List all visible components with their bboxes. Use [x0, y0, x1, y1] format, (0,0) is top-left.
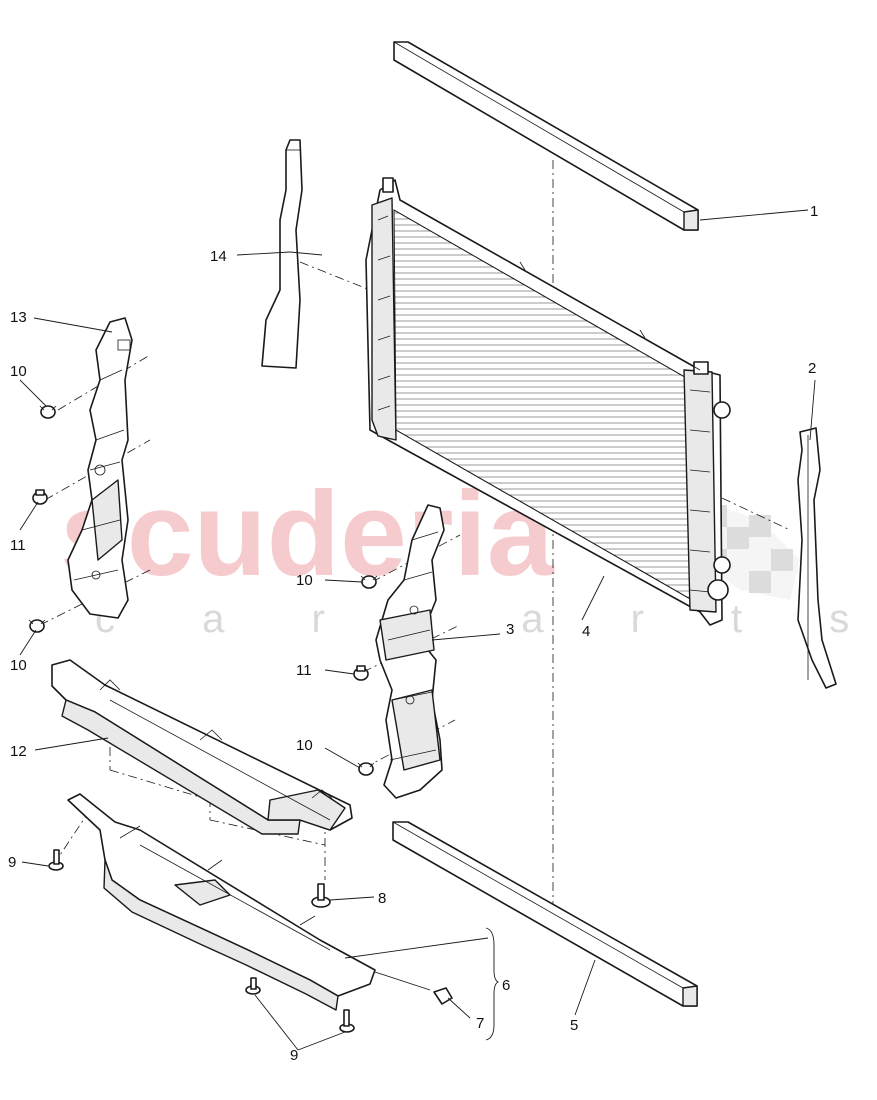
- callout-11-left: 11: [10, 537, 26, 554]
- fastener-10-lower-left-clip-icon: [28, 619, 46, 633]
- fastener-9-lower-screw-b-icon: [339, 1009, 355, 1033]
- callout-10-right-upper: 10: [296, 572, 313, 589]
- callout-3: 3: [506, 621, 514, 638]
- part-5-lower-seal-strip: [392, 821, 698, 1007]
- fastener-7-clip-nut-icon: [433, 987, 453, 1005]
- fastener-10-right-lower-clip-icon: [357, 762, 375, 776]
- fastener-9-lower-screw-a-icon: [245, 977, 261, 995]
- callout-10-right-lower: 10: [296, 737, 313, 754]
- watermark-brand: scuderia: [60, 467, 555, 601]
- part-3-right-air-guide: [375, 504, 445, 799]
- callout-numbers: 1 2 3 4 5 6 7 8 9 9 10 10 10 10 11 11 12…: [8, 203, 818, 1064]
- callout-9-bottom: 9: [290, 1047, 298, 1064]
- callout-8: 8: [378, 890, 386, 907]
- leader-lines: [19, 209, 816, 1051]
- callout-2: 2: [808, 360, 816, 377]
- fastener-11-left-screw-icon: [32, 489, 48, 505]
- callout-4: 4: [582, 623, 590, 640]
- watermark: scuderia c a r p a r t s: [60, 467, 877, 641]
- callout-12: 12: [10, 743, 27, 760]
- fastener-10-right-upper-clip-icon: [360, 575, 378, 589]
- part-13-left-air-guide: [67, 317, 133, 619]
- fastener-10-upper-left-clip-icon: [39, 405, 57, 419]
- fastener-8-screw-icon: [311, 883, 331, 908]
- callout-13: 13: [10, 309, 27, 326]
- fastener-9-left-screw-icon: [48, 849, 64, 871]
- part-4-radiator: [365, 177, 731, 626]
- callout-10-left-upper: 10: [10, 363, 27, 380]
- watermark-tagline: c a r p a r t s: [95, 597, 877, 641]
- callout-11-right: 11: [296, 662, 312, 679]
- callout-1: 1: [810, 203, 818, 220]
- part-2-right-side-seal: [797, 427, 837, 689]
- part-6-lower-air-duct: [67, 793, 376, 1011]
- callout-6: 6: [502, 977, 510, 994]
- callout-7: 7: [476, 1015, 484, 1032]
- callout-9-left: 9: [8, 854, 16, 871]
- part-14-left-side-seal: [261, 139, 303, 369]
- fastener-11-right-screw-icon: [353, 665, 369, 681]
- part-1-upper-seal-strip: [393, 41, 699, 231]
- callout-14: 14: [210, 248, 227, 265]
- callout-5: 5: [570, 1017, 578, 1034]
- part-12-upper-air-duct: [51, 659, 353, 835]
- checkered-flag-icon: [700, 500, 800, 600]
- callout-10-left-lower: 10: [10, 657, 27, 674]
